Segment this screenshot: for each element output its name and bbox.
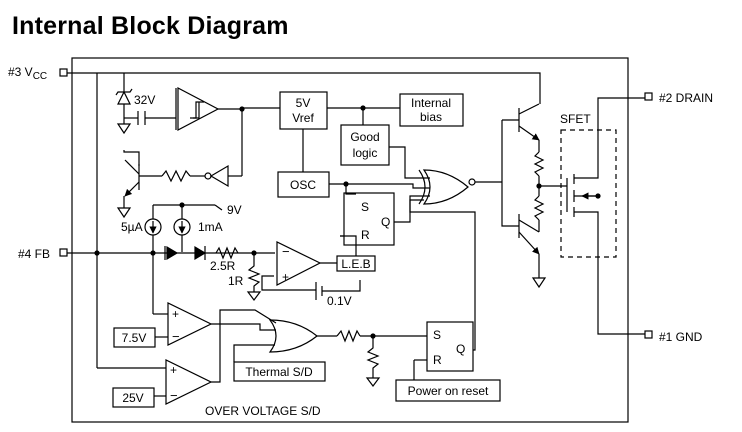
pin-vcc-label: #3 VCC: [8, 65, 47, 82]
current-1ma-label: 1mA: [198, 220, 223, 234]
ovp-bottom-minus: −: [170, 388, 178, 403]
pwm-comp-plus: +: [282, 270, 289, 284]
ref-7v5-block: [113, 327, 156, 348]
sfet-boundary: [560, 129, 617, 258]
pin-drain-terminal: [644, 92, 653, 101]
thermal-sd-label: Thermal S/D: [245, 365, 313, 379]
thermal-sd-block: [233, 361, 326, 382]
uvlo-comparator: [177, 87, 220, 131]
ovp-comparator-top: [167, 302, 213, 346]
ff2-r-label: R: [433, 353, 442, 367]
pin-gnd-label: #1 GND: [659, 330, 703, 344]
diode-left: [166, 245, 179, 261]
resistor-startup: [161, 169, 191, 183]
resistor-1r: [247, 253, 261, 292]
over-voltage-sd-label: OVER VOLTAGE S/D: [205, 404, 321, 418]
ground-symbol: [116, 123, 132, 135]
res-2-5r-label: 2.5R: [210, 259, 236, 273]
ref-25v-label: 25V: [122, 391, 143, 405]
pin-fb-terminal: [59, 248, 68, 257]
output-nor-gate: [422, 169, 469, 205]
good-logic-label-line2: logic: [353, 146, 378, 160]
power-on-reset-block: [395, 379, 501, 402]
leb-label: L.E.B: [341, 257, 370, 271]
shutdown-flipflop: [426, 321, 474, 372]
resistor-2-5r: [215, 246, 239, 260]
supply-9v-label: 9V: [227, 203, 242, 217]
pin-gnd-terminal: [644, 330, 653, 339]
page-title: Internal Block Diagram: [12, 12, 289, 40]
vref-label-line1: 5V: [296, 96, 311, 110]
inverter: [209, 164, 229, 188]
internal-bias-label-line1: Internal: [411, 96, 451, 110]
offset-0-1v-label: 0.1V: [327, 294, 352, 308]
res-1r-label: 1R: [228, 274, 244, 288]
ovp-comparator-bottom: [165, 359, 213, 405]
ref-7v5-label: 7.5V: [122, 331, 147, 345]
current-5ua-label: 5µA: [121, 220, 143, 234]
ovp-top-minus: −: [172, 329, 180, 344]
power-on-reset-label: Power on reset: [408, 384, 489, 398]
ff2-s-label: S: [433, 328, 441, 342]
ref-25v-block: [112, 387, 155, 408]
vref-label-line2: Vref: [292, 111, 314, 125]
ovp-top-plus: +: [172, 307, 179, 321]
good-logic-block: [340, 124, 390, 166]
pin-drain-label: #2 DRAIN: [659, 91, 713, 105]
pwm-flipflop: [343, 192, 395, 246]
chip-outline: [71, 57, 629, 423]
ff2-q-label: Q: [456, 342, 465, 356]
osc-label: OSC: [290, 178, 316, 192]
good-logic-label-line1: Good: [350, 130, 379, 144]
ff1-r-label: R: [361, 228, 370, 242]
resistor-lower: [533, 195, 545, 221]
zener-32v-label: 32V: [134, 93, 155, 107]
resistor-upper: [533, 151, 545, 177]
pin-fb-label: #4 FB: [18, 247, 50, 261]
vcc-rail: [67, 72, 541, 104]
pwm-comparator: [276, 241, 322, 286]
internal-bias-label-line2: bias: [420, 110, 442, 124]
pin-vcc-terminal: [59, 68, 68, 77]
internal-bias-block: [399, 93, 464, 127]
shutdown-or-gate: [268, 319, 318, 353]
pwm-comp-minus: −: [282, 244, 290, 259]
diode-right: [194, 245, 207, 261]
ovp-bottom-plus: +: [170, 363, 177, 377]
resistor-filter: [336, 329, 361, 343]
ff1-s-label: S: [361, 200, 369, 214]
sfet-label: SFET: [560, 112, 591, 126]
ff1-q-label: Q: [381, 215, 390, 229]
zener-diode: [117, 90, 131, 105]
